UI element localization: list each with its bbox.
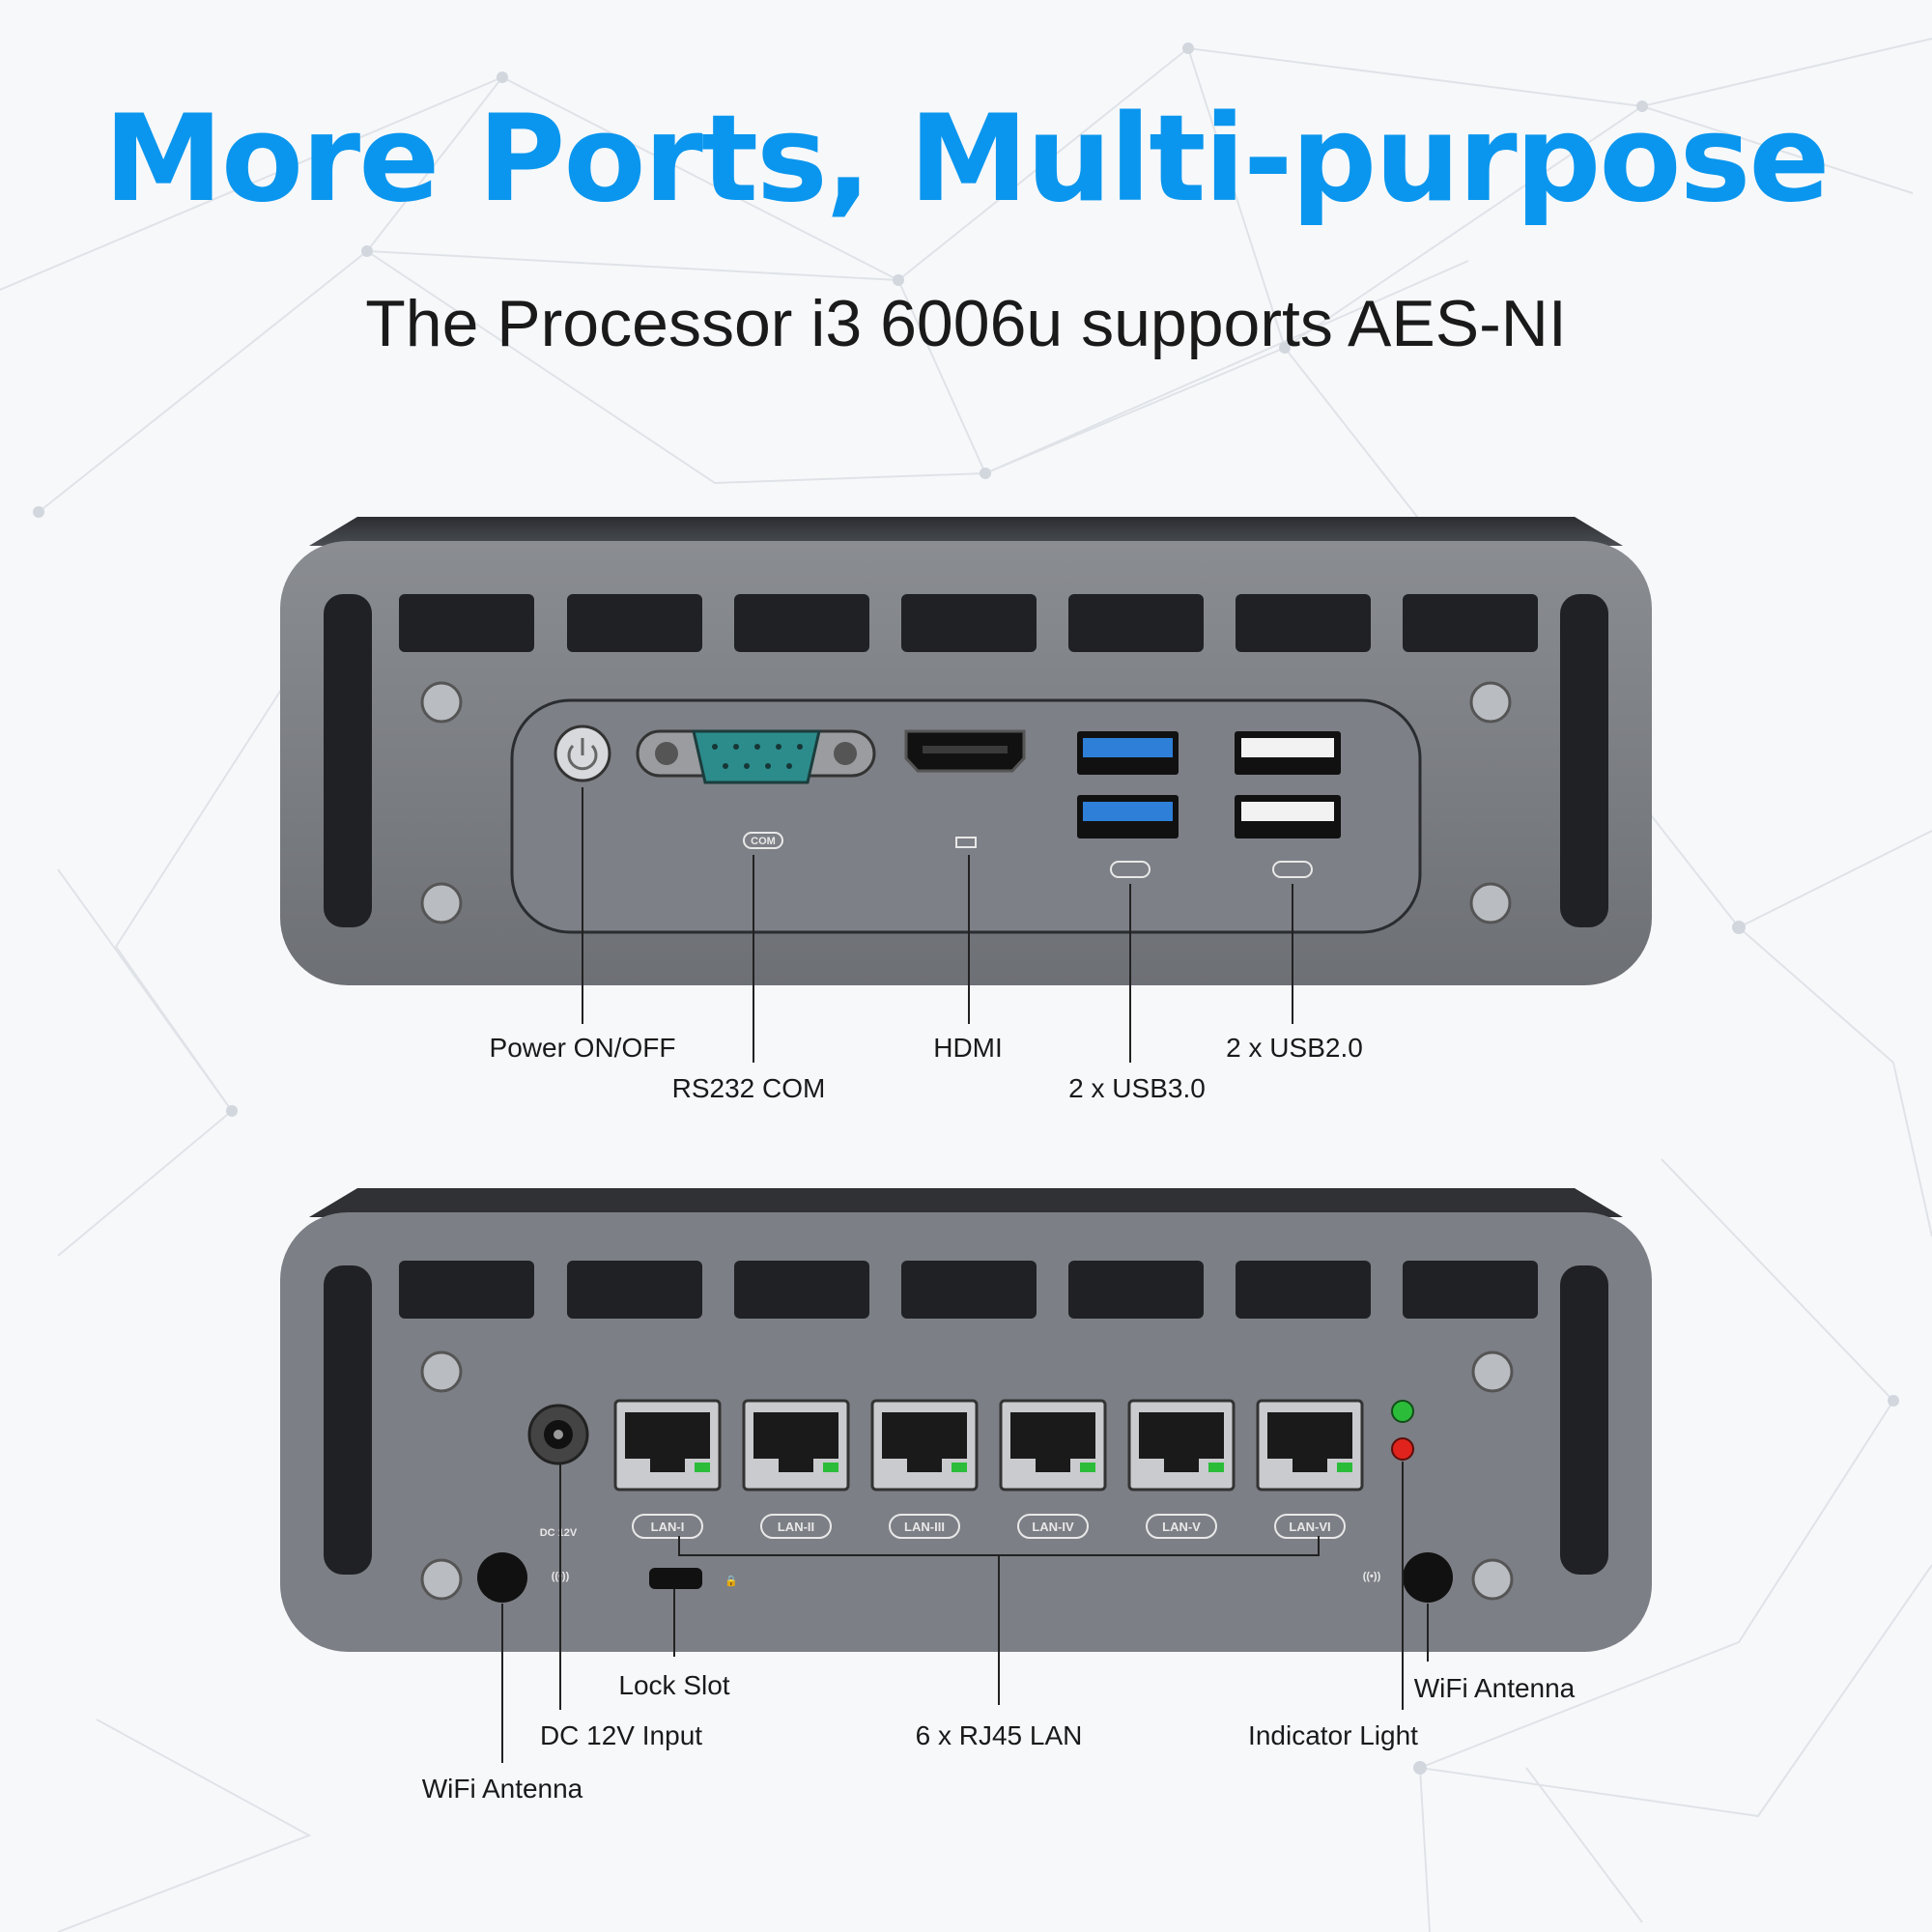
screws <box>420 681 1512 924</box>
rj45-port[interactable] <box>999 1399 1107 1492</box>
lan-label: LAN-III <box>904 1520 945 1534</box>
top-vents <box>399 1261 1538 1319</box>
dc-mark: DC 12V <box>540 1527 578 1539</box>
power-icon[interactable] <box>554 724 611 782</box>
dc-jack[interactable] <box>527 1404 589 1465</box>
callout-lan: 6 x RJ45 LAN <box>915 1720 1083 1750</box>
rj45-port[interactable] <box>870 1399 979 1492</box>
callout-indicator: Indicator Light <box>1248 1720 1418 1750</box>
hdmi-port[interactable] <box>904 729 1026 773</box>
lan-label: LAN-VI <box>1289 1520 1330 1534</box>
subheadline: The Processor i3 6006u supports AES-NI <box>365 287 1567 360</box>
usb3-mark-icon <box>1110 861 1151 878</box>
wifi-mark-right-icon: ((•)) <box>1363 1571 1381 1582</box>
usb2-mark-icon <box>1272 861 1313 878</box>
led-red <box>1391 1437 1414 1461</box>
rear-panel-illustration: ((•)) ((•)) DC 12V 🔒 LAN-ILAN-IILAN-IIIL… <box>280 1188 1652 1763</box>
usb3-port[interactable] <box>1077 731 1179 838</box>
lan-label-pill <box>1274 1514 1346 1539</box>
screws <box>420 1350 1514 1601</box>
rj45-port[interactable] <box>1127 1399 1236 1492</box>
lan-label-pill <box>1146 1514 1217 1539</box>
lan-label: LAN-V <box>1162 1520 1201 1534</box>
usb2-port[interactable] <box>1235 731 1341 838</box>
wifi-antenna-left[interactable] <box>477 1552 527 1603</box>
lock-icon: 🔒 <box>724 1575 738 1587</box>
rear-leader-lines <box>501 1462 1429 1763</box>
headline: More Ports, Multi-purpose <box>103 90 1830 229</box>
callout-usb3: 2 x USB3.0 <box>1068 1073 1206 1103</box>
front-leader-lines <box>582 787 1293 1063</box>
front-panel: COM Power ON/OF <box>0 502 1932 1121</box>
callout-usb2: 2 x USB2.0 <box>1226 1033 1363 1063</box>
hdmi-mark-icon <box>955 837 977 848</box>
lan-ports: LAN-I LAN-II LAN-III LAN-IV LAN-V LAN-VI <box>613 1399 1364 1539</box>
led-green <box>1391 1400 1414 1423</box>
db9-serial-port[interactable] <box>636 729 876 784</box>
callout-lock: Lock Slot <box>618 1670 730 1700</box>
lan-label-pill <box>760 1514 832 1539</box>
rj45-port[interactable] <box>1256 1399 1364 1492</box>
callout-power: Power ON/OFF <box>489 1033 676 1063</box>
callout-com: RS232 COM <box>671 1073 826 1103</box>
front-panel-illustration: COM <box>280 517 1652 1063</box>
lan-label-pill <box>889 1514 960 1539</box>
callout-hdmi: HDMI <box>933 1033 1003 1063</box>
rj45-port[interactable] <box>613 1399 722 1492</box>
lock-slot[interactable] <box>649 1568 702 1589</box>
lan-label-pill <box>1017 1514 1089 1539</box>
callout-wifi-left: WiFi Antenna <box>421 1774 583 1804</box>
lan-label: LAN-IV <box>1032 1520 1074 1534</box>
top-vents <box>399 594 1538 652</box>
lan-label-pill <box>632 1514 703 1539</box>
lan-label: LAN-I <box>651 1520 685 1534</box>
wifi-antenna-right[interactable] <box>1403 1552 1453 1603</box>
rj45-port[interactable] <box>742 1399 850 1492</box>
callout-wifi-right: WiFi Antenna <box>1413 1673 1576 1703</box>
lan-label: LAN-II <box>778 1520 814 1534</box>
rear-panel: ((•)) ((•)) DC 12V 🔒 LAN-ILAN-IILAN-IIIL… <box>0 1174 1932 1821</box>
com-mark: COM <box>751 836 776 847</box>
callout-dc: DC 12V Input <box>539 1720 703 1750</box>
